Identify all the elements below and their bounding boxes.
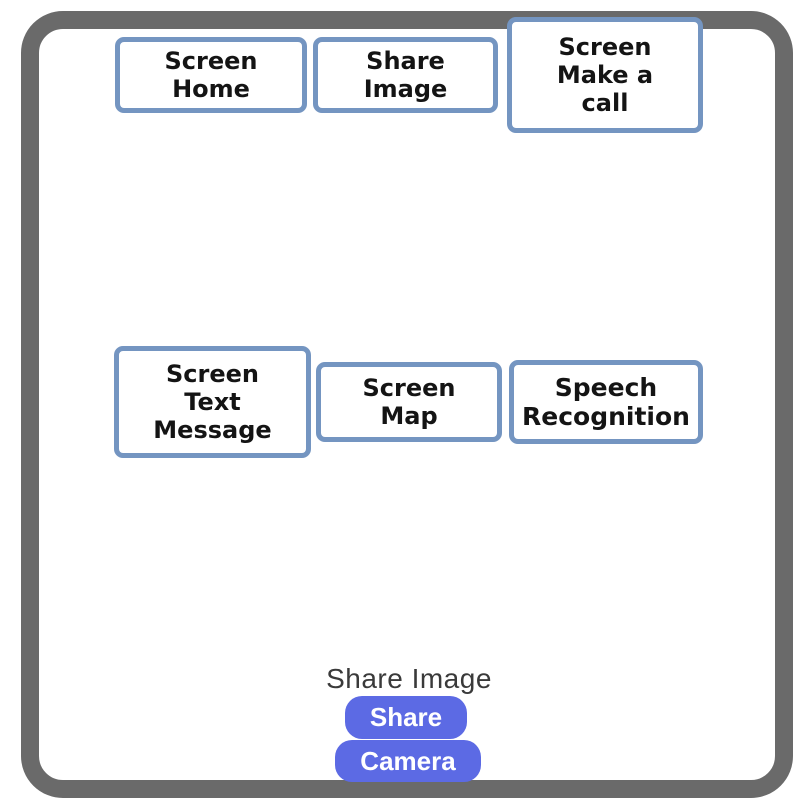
flow-button-screen-map[interactable]: Screen Map [316,362,502,442]
flow-button-screen-make-a-call[interactable]: Screen Make a call [507,17,703,133]
flow-button-screen-home[interactable]: Screen Home [115,37,307,113]
flow-button-speech-recognition[interactable]: Speech Recognition [509,360,703,444]
flow-button-screen-text-message[interactable]: Screen Text Message [114,346,311,458]
flow-button-share-image[interactable]: Share Image [313,37,498,113]
camera-button[interactable]: Camera [335,740,481,782]
share-button[interactable]: Share [345,696,467,739]
share-image-section-label: Share Image [326,663,492,694]
